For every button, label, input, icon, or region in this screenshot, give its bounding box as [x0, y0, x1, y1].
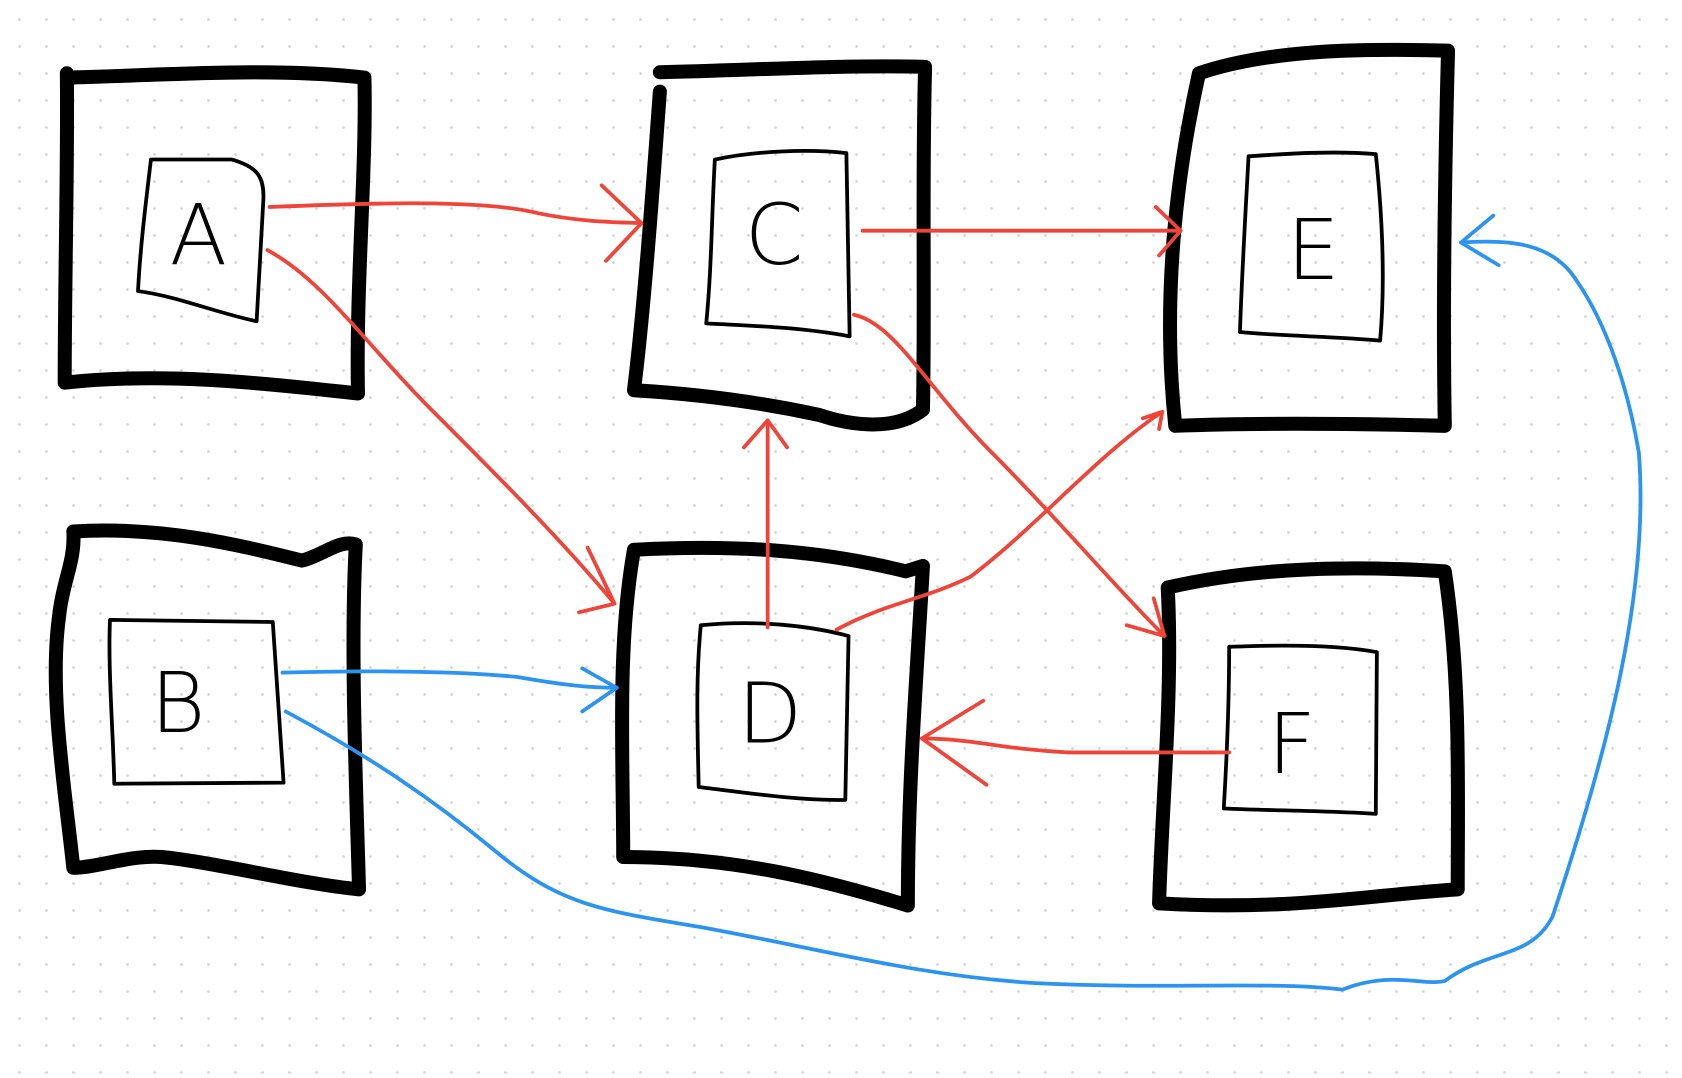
node-b-outer-box [48, 523, 367, 897]
node-d-outer-box [615, 540, 930, 913]
edge-d-to-c[interactable] [742, 418, 789, 630]
node-d-inner-box [695, 621, 851, 802]
node-c[interactable]: C [626, 59, 933, 432]
edge-b-to-e[interactable] [283, 213, 1643, 992]
node-b-label: B [150, 654, 205, 752]
edge-a-to-c[interactable] [267, 183, 644, 263]
node-c-label: C [745, 186, 804, 284]
node-e[interactable]: E [1163, 42, 1456, 433]
edge-f-to-d[interactable] [919, 698, 1232, 787]
edge-c-to-e[interactable] [860, 205, 1183, 258]
node-a[interactable]: A [57, 65, 372, 401]
node-f[interactable]: F [1152, 561, 1466, 913]
node-d[interactable]: D [615, 540, 930, 913]
edge-a-to-d[interactable] [265, 248, 617, 615]
node-c-outer-box [626, 59, 933, 432]
edge-b-to-d[interactable] [280, 666, 619, 714]
node-b[interactable]: B [48, 523, 367, 897]
node-a-outer-box [57, 65, 372, 401]
node-f-inner-box [1221, 643, 1379, 816]
node-a-inner-box [136, 157, 266, 324]
node-f-outer-box [1152, 561, 1466, 913]
node-f-label: F [1267, 695, 1315, 793]
node-e-label: E [1287, 201, 1340, 299]
node-e-outer-box [1163, 42, 1456, 433]
node-a-label: A [170, 186, 228, 284]
node-b-inner-box [107, 617, 286, 786]
node-c-inner-box [704, 149, 852, 339]
edge-d-to-e[interactable] [834, 409, 1165, 632]
node-d-label: D [737, 665, 802, 763]
node-e-inner-box [1238, 150, 1385, 343]
edge-c-to-f[interactable] [852, 312, 1167, 638]
